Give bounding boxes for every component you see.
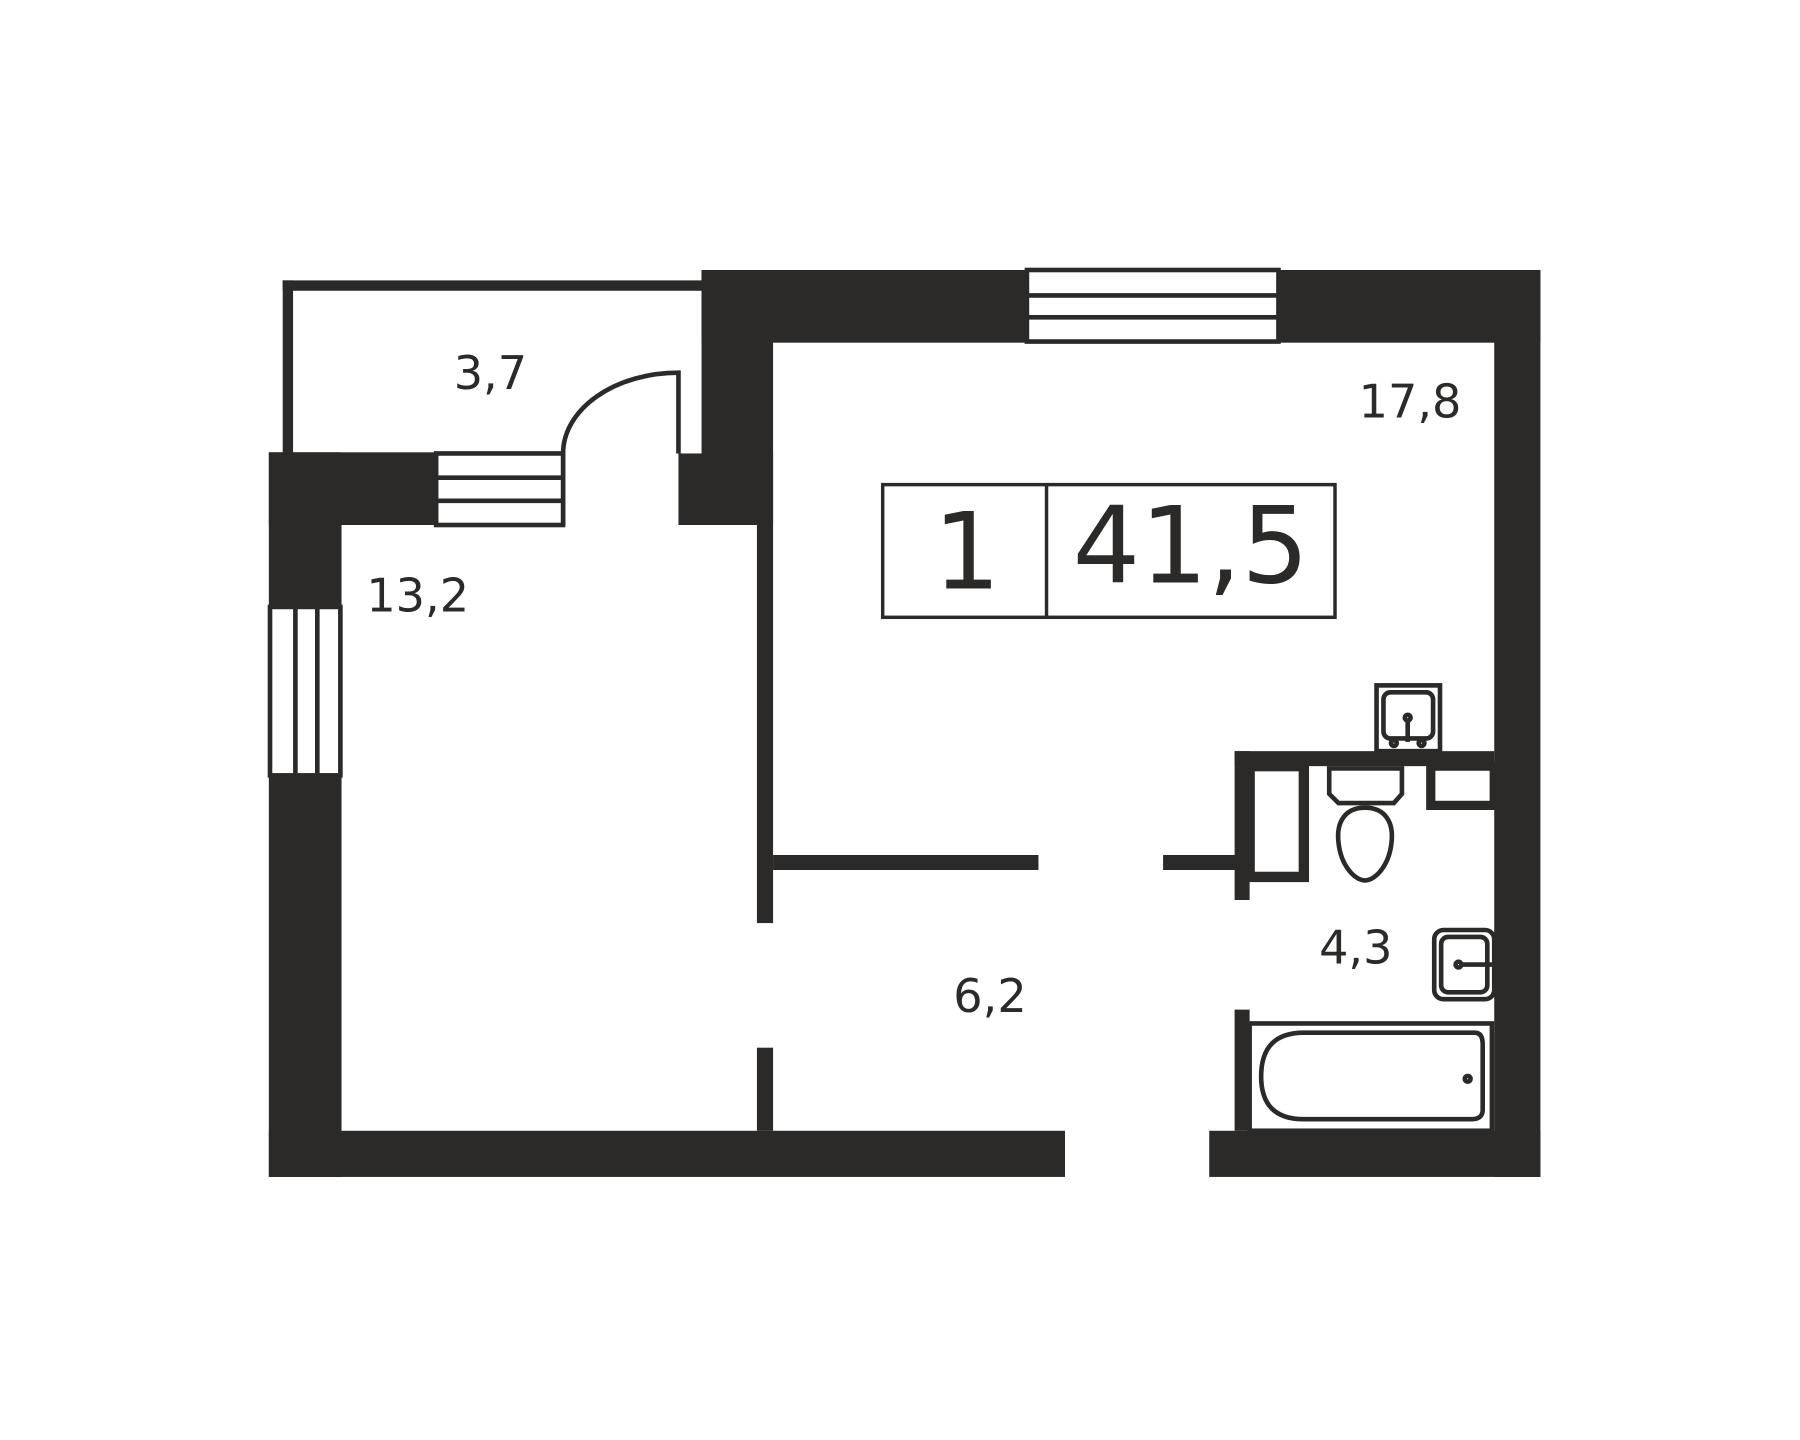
bathtub-icon <box>1247 1021 1495 1134</box>
total-area: 41,5 <box>1073 485 1309 609</box>
window-balcony-door <box>433 451 566 528</box>
toilet-icon <box>1326 766 1405 883</box>
door-swing <box>560 370 681 454</box>
balcony-area: 3,7 <box>454 346 527 400</box>
window-top <box>1024 267 1281 344</box>
living-room-area: 17,8 <box>1359 375 1462 429</box>
rooms-count: 1 <box>933 490 1001 614</box>
washbasin-icon <box>1431 927 1497 1002</box>
window-left <box>267 604 343 778</box>
kitchen-area: 13,2 <box>366 569 469 623</box>
exterior-walls <box>268 270 1541 1177</box>
apartment-summary: 1 41,5 <box>880 482 1337 620</box>
sink-icon <box>1374 683 1443 754</box>
bathroom-area: 4,3 <box>1319 920 1392 974</box>
balcony <box>282 280 704 454</box>
interior-partitions <box>756 525 1499 1131</box>
hallway-area: 6,2 <box>953 969 1026 1023</box>
